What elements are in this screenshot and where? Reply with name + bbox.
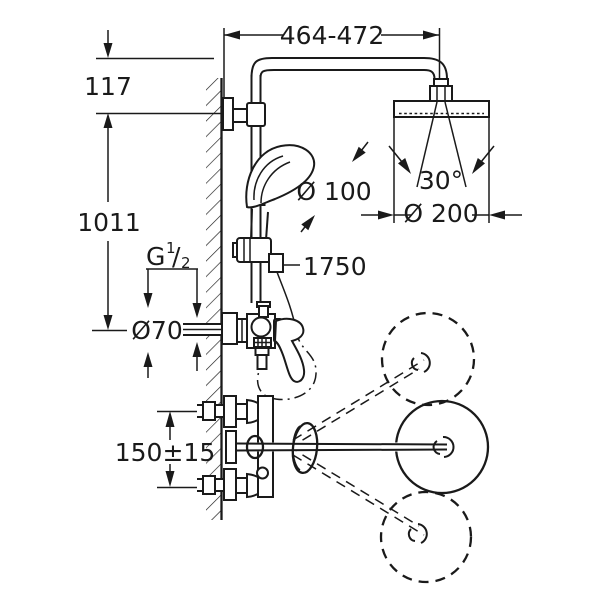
- dim-connection-spacing: 150±15: [115, 410, 222, 489]
- dim-top-width: 464-472: [223, 21, 441, 97]
- wall-unions: [197, 401, 223, 495]
- dim-headshower-dia: Ø 200: [361, 118, 522, 228]
- union-escutcheon-top: [223, 395, 237, 428]
- dim-height-1011: 1011: [77, 128, 141, 332]
- spout-boss: [245, 434, 265, 460]
- lever-knob: [442, 435, 455, 458]
- thread-den-label: 2: [181, 254, 191, 272]
- mixer-lever: [273, 317, 306, 383]
- hand-shower: [245, 144, 316, 241]
- mixer-escutcheon: [221, 312, 238, 345]
- thread-slash-label: /: [172, 242, 181, 271]
- dim-hose-label: 1750: [303, 252, 367, 281]
- body-hole: [256, 466, 269, 480]
- diverter-knob: [258, 305, 269, 318]
- dim-spray-angle-label: 30°: [419, 166, 463, 195]
- dim-thread-size: G 1 / 2: [146, 239, 202, 371]
- dim-escutcheon-label: Ø70: [131, 316, 183, 345]
- dim-handshower-label: Ø 100: [296, 177, 371, 206]
- spray-cone: [416, 101, 467, 188]
- dim-headshower-label: Ø 200: [403, 199, 478, 228]
- hand-shower-head: [245, 144, 316, 209]
- shower-arm: [250, 57, 448, 80]
- spout-escutcheon: [225, 430, 237, 464]
- dim-height-label: 1011: [77, 208, 141, 237]
- head-shower-nut: [429, 85, 453, 102]
- handshower-holder: [232, 237, 284, 273]
- thread-num-label: 1: [166, 239, 176, 257]
- dim-offset-117: 117: [84, 30, 222, 128]
- mixer-cartridge: [250, 316, 272, 338]
- dim-spacing-label: 150±15: [115, 438, 215, 467]
- union-escutcheon-bottom: [223, 468, 237, 501]
- shower-mixer: [183, 301, 306, 383]
- lever-arm: [236, 442, 448, 446]
- head-shower-disc: [393, 100, 490, 118]
- arrowhead: [224, 30, 240, 40]
- hose-connector: [268, 253, 284, 273]
- dim-escutcheon-dia: Ø70: [131, 269, 183, 378]
- bottom-valve: [223, 395, 274, 501]
- head-shower-connector: [433, 78, 449, 87]
- dim-top-width-label: 464-472: [280, 21, 384, 50]
- dim-handshower-dia: Ø 100: [296, 141, 372, 233]
- lever-swing-range: [236, 311, 490, 584]
- dim-hose-length: 1750: [284, 252, 367, 281]
- dim-spray-angle: 30°: [388, 145, 495, 195]
- lever-position-down-circle: [379, 490, 473, 584]
- head-shower: [393, 78, 490, 118]
- arrowhead: [423, 30, 439, 40]
- hose-outlet: [256, 354, 268, 370]
- thread-g-label: G: [146, 242, 165, 271]
- wall-bracket: [222, 97, 266, 131]
- lever-position-up-circle: [380, 311, 476, 407]
- dim-offset-label: 117: [84, 72, 132, 101]
